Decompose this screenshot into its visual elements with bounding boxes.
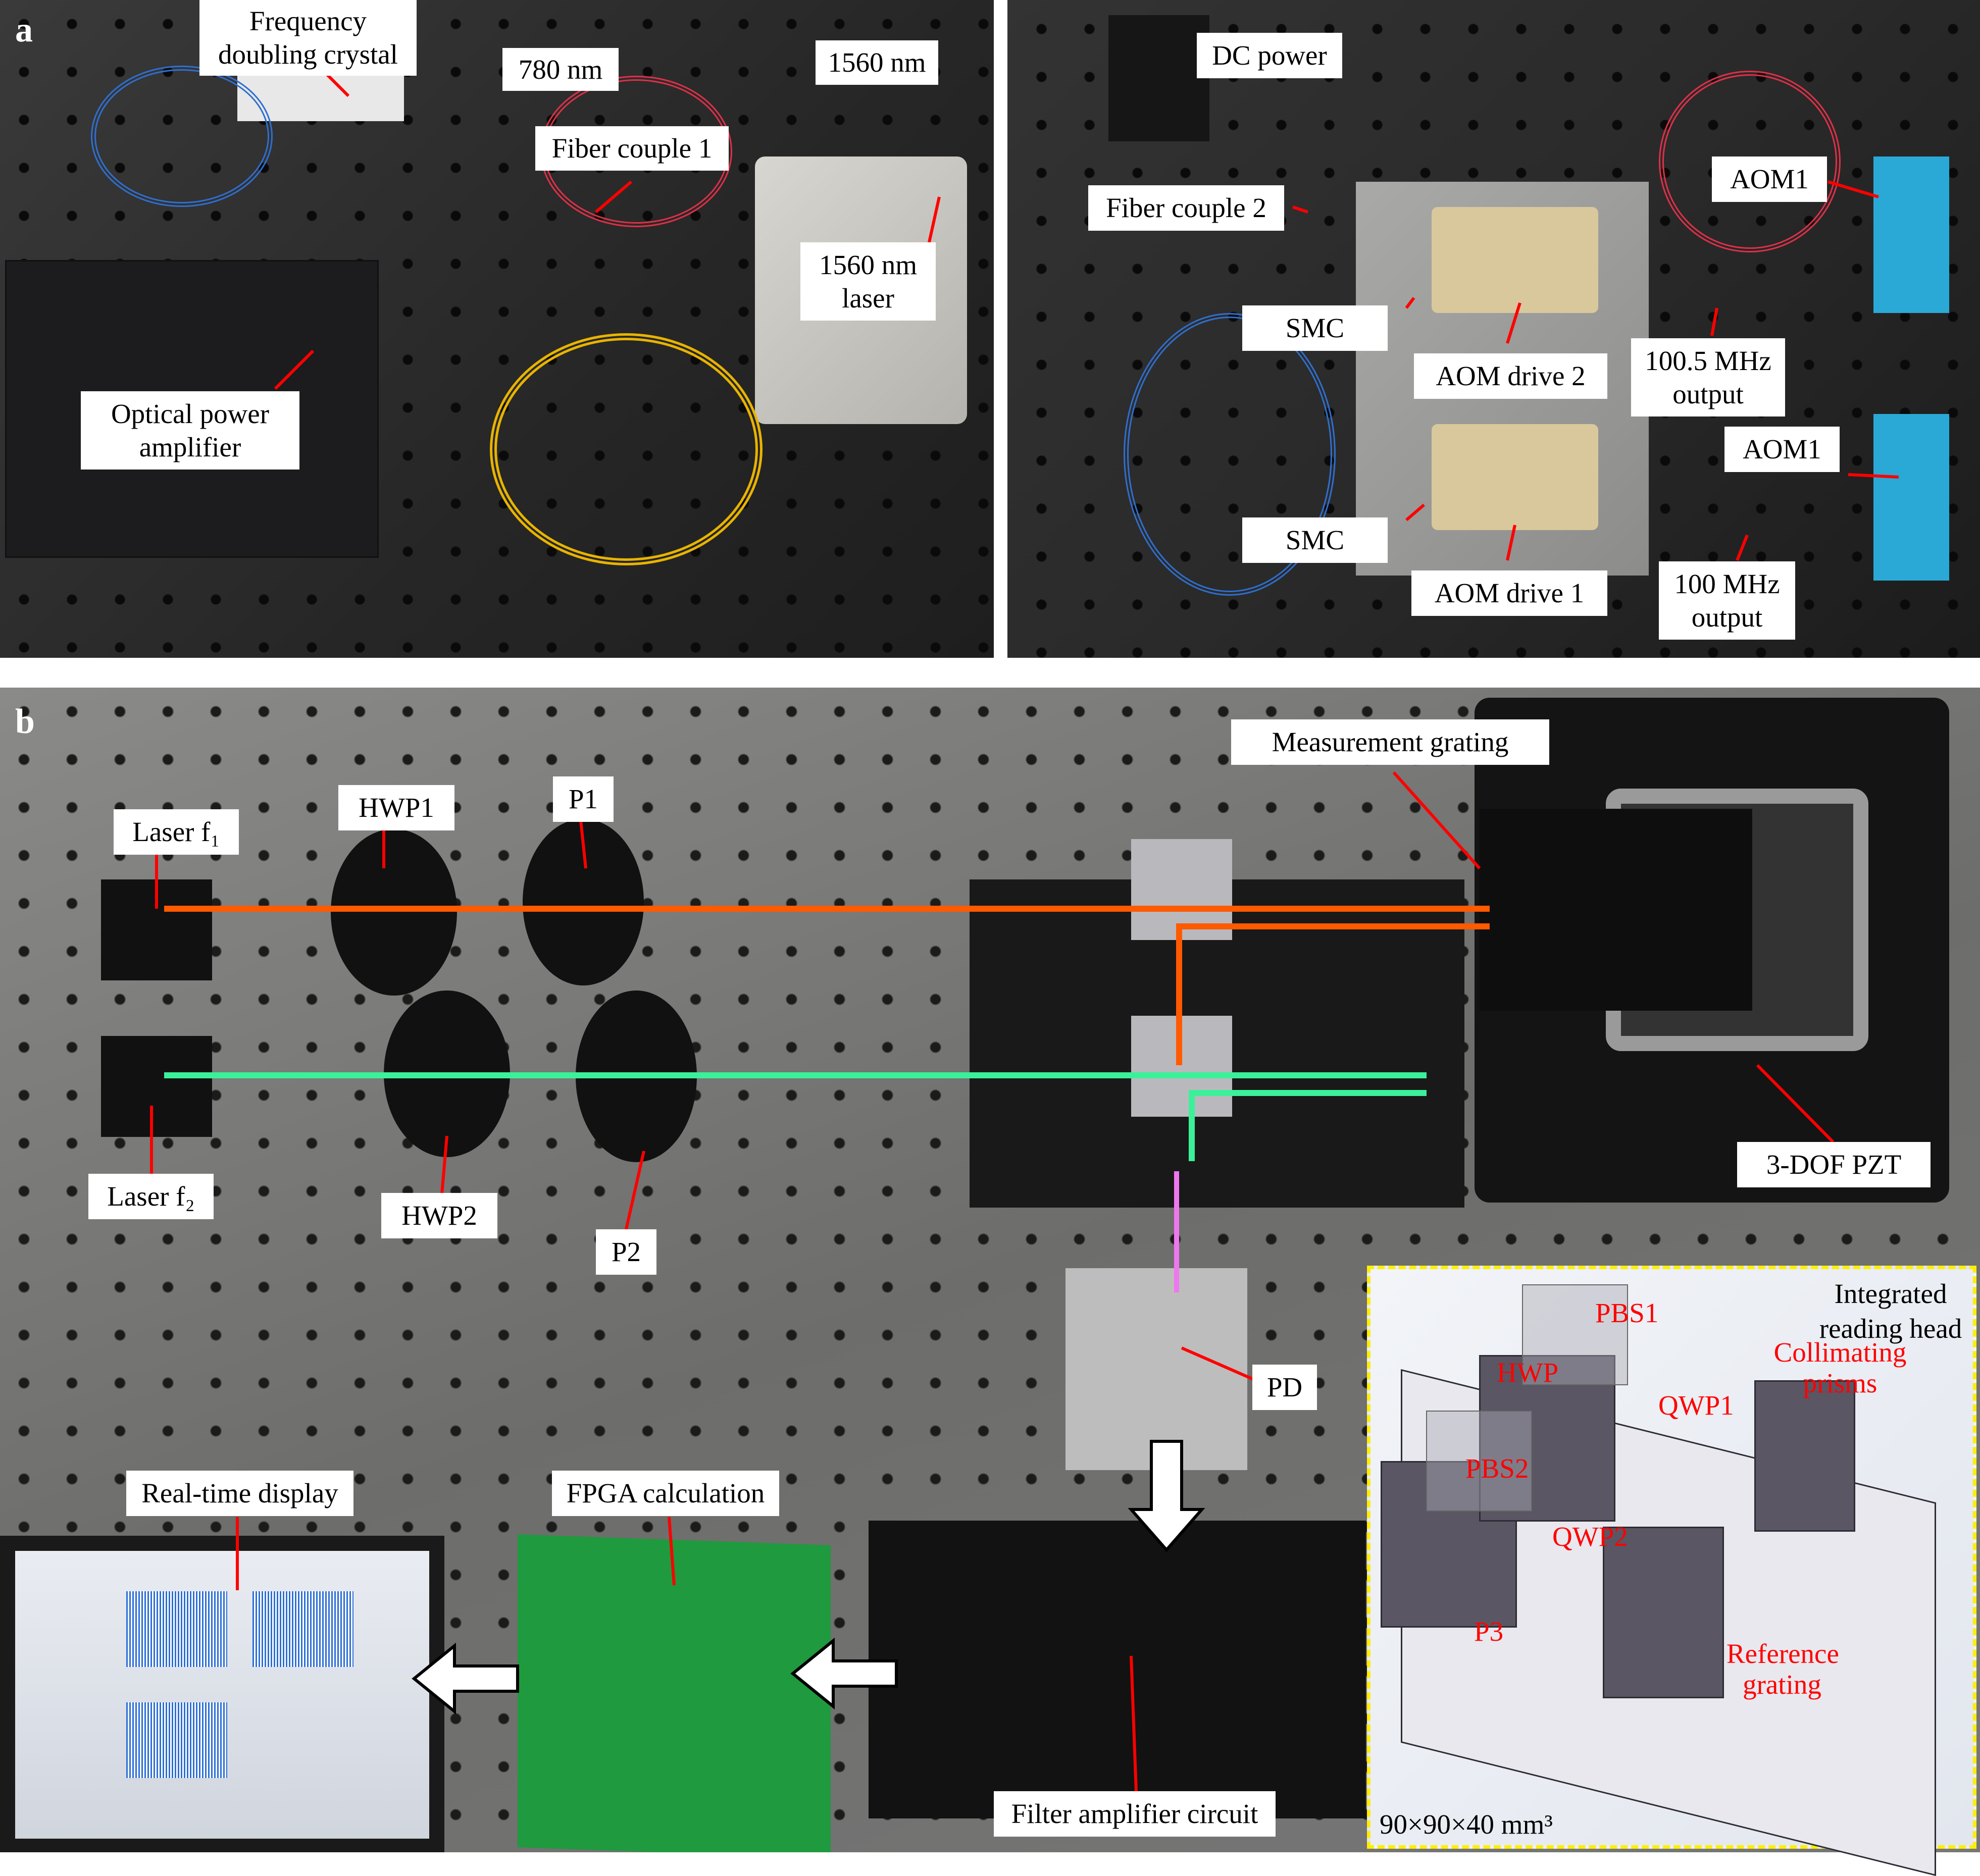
label-smc-bottom: SMC [1242,517,1388,563]
label-p1: P1 [553,776,614,822]
label-pbs2: PBS2 [1465,1453,1529,1484]
monitor [0,1536,444,1852]
panel-a-aom-photo [1007,0,1980,658]
label-smc-top: SMC [1242,305,1388,351]
beam-f2 [164,1072,1427,1161]
label-pd: PD [1252,1365,1317,1410]
inset-dimensions: 90×90×40 mm³ [1380,1809,1553,1840]
label-fpga-calculation: FPGA calculation [552,1471,779,1516]
label-hwp2: HWP2 [381,1193,497,1238]
label-780nm: 780 nm [502,48,619,91]
label-laser-f1: Laser f₁ [114,809,239,855]
aom-unit-bottom [1873,414,1949,581]
pbs-cube-1 [1131,839,1232,940]
integrated-reading-head-inset: Integrated reading head 90×90×40 mm³ PBS… [1367,1266,1976,1876]
label-frequency-doubling-crystal: Frequency doubling crystal [199,0,417,76]
arrow-left-icon [412,1642,519,1715]
plot-2 [252,1591,353,1667]
label-real-time-display: Real-time display [126,1471,353,1516]
cad-mount-hwp [1479,1355,1615,1522]
label-1560nm-laser: 1560 nm laser [800,242,936,321]
measurement-grating-block [1480,809,1752,1011]
label-aom1-top: AOM1 [1712,157,1827,202]
label-filter-amplifier-circuit: Filter amplifier circuit [994,1791,1276,1837]
cad-pbs2 [1426,1411,1532,1512]
label-optical-power-amplifier: Optical power amplifier [81,391,299,470]
plot-1 [126,1591,227,1667]
monitor-screen [15,1551,429,1839]
panel-label-b: b [15,702,35,741]
pd-mount [1065,1268,1247,1470]
label-aom1-bottom: AOM1 [1724,427,1840,472]
label-aom-drive-1: AOM drive 1 [1411,570,1607,616]
blue-fiber-coil [1124,313,1336,596]
label-100-5mhz-output: 100.5 MHz output [1631,338,1785,416]
label-100mhz-output: 100 MHz output [1659,561,1795,640]
hwp1-mount [331,829,457,996]
white-arrows [412,1440,1205,1715]
label-fiber-couple-2: Fiber couple 2 [1088,185,1284,231]
laser-f2-mount [101,1036,212,1137]
label-p2: P2 [596,1229,656,1275]
label-3dof-pzt: 3-DOF PZT [1737,1142,1931,1187]
label-hwp1: HWP1 [338,785,454,830]
label-laser-f2: Laser f₂ [88,1174,214,1219]
aom-driver-1 [1432,424,1598,530]
arrow-left-icon [790,1637,898,1710]
pointer-lines [150,69,1899,1793]
panel-label-a: a [15,11,33,49]
label-qwp2: QWP2 [1552,1521,1628,1552]
label-reference-grating: Reference grating [1727,1638,1839,1700]
label-hwp: HWP [1497,1357,1559,1388]
dc-power-supply [1108,15,1209,141]
inset-title: Integrated reading head [1819,1278,1962,1344]
label-measurement-grating: Measurement grating [1231,719,1549,765]
label-qwp1: QWP1 [1658,1390,1734,1421]
filter-amplifier-board [869,1521,1366,1818]
label-1560nm: 1560 nm [816,40,938,85]
arrow-down-icon [1128,1440,1205,1552]
cad-pbs1 [1522,1284,1628,1385]
label-aom-drive-2: AOM drive 2 [1414,353,1607,399]
label-pbs1: PBS1 [1595,1297,1659,1328]
label-collimating-prisms: Collimating prisms [1773,1337,1907,1398]
label-p3: P3 [1474,1616,1504,1647]
aom-unit-top [1873,157,1949,313]
blue-fiber-coil [91,66,273,207]
label-dc-power: DC power [1197,33,1342,78]
beam-f1 [164,906,1490,1065]
aom-driver-2 [1432,207,1598,313]
cad-collimating-prism-mount [1754,1380,1855,1532]
plot-3 [126,1702,227,1778]
label-fiber-couple-1: Fiber couple 1 [535,126,729,171]
cad-reference-grating-mount [1603,1527,1724,1698]
red-fiber-coil [1659,71,1841,252]
